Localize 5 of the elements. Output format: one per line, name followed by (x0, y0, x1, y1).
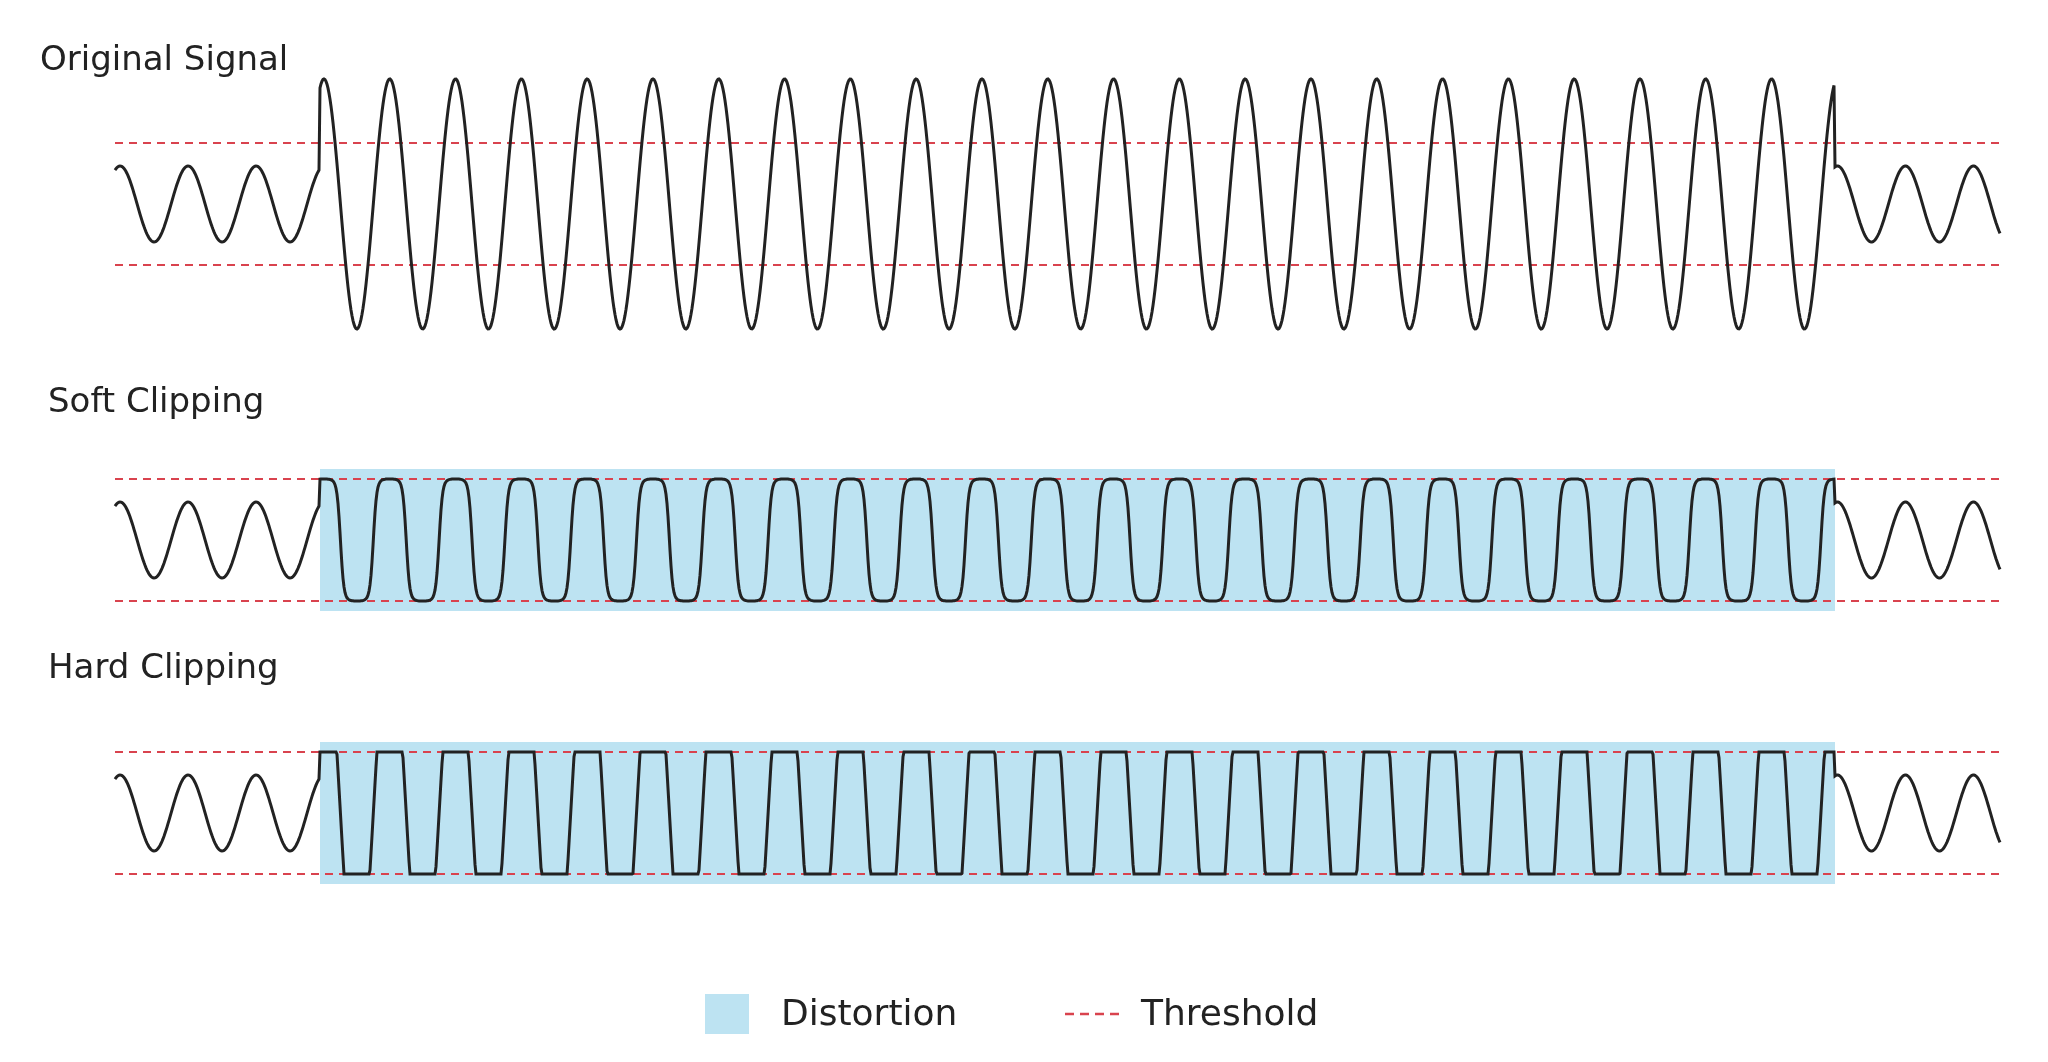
legend-label: Distortion (781, 992, 958, 1033)
panel-title: Soft Clipping (48, 380, 265, 420)
panel-title: Original Signal (40, 38, 289, 78)
panel-title: Hard Clipping (48, 646, 279, 686)
legend-label: Threshold (1141, 992, 1319, 1033)
